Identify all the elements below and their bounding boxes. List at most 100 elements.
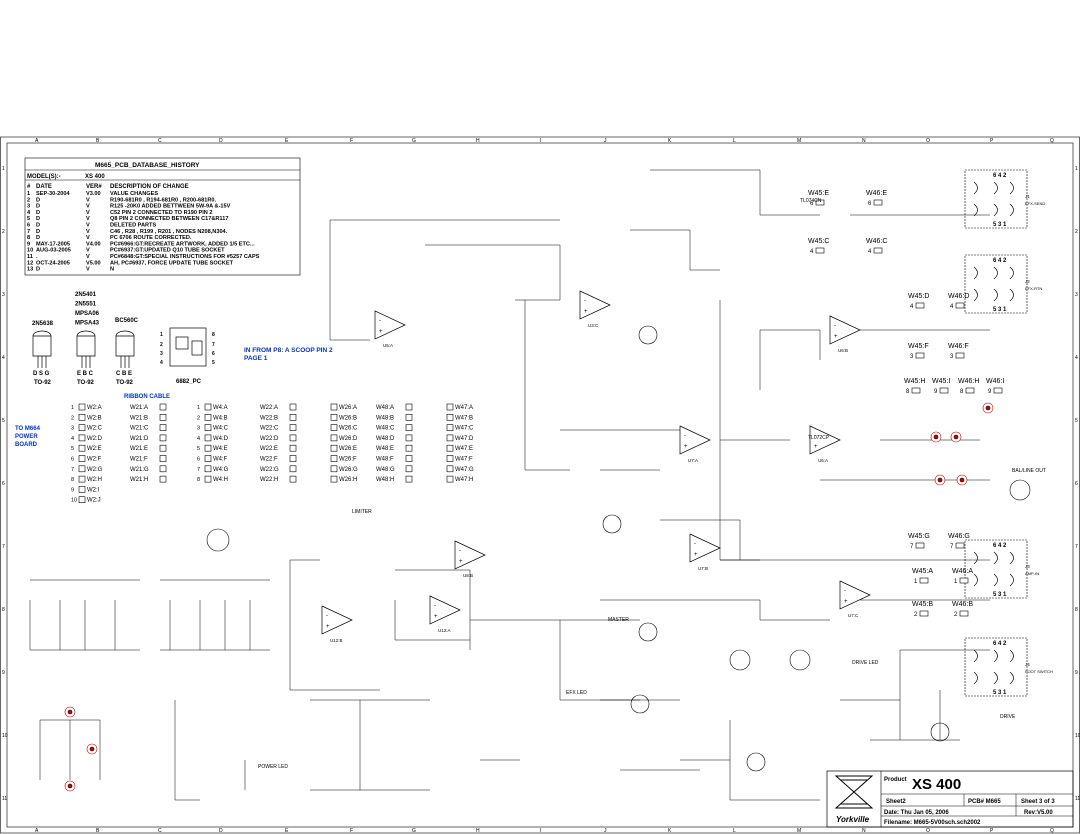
switch-pad: W46:G7: [948, 533, 970, 550]
border-col-label: M: [797, 138, 801, 144]
pin-label: W47:A: [455, 405, 473, 411]
pin-label: W26:A: [339, 405, 357, 411]
history-header: VER#: [86, 184, 102, 190]
history-cell: V: [86, 254, 90, 260]
switch-pad: W46:C4: [866, 238, 887, 255]
opamp-minus: -: [694, 541, 696, 547]
history-cell: 8: [27, 235, 30, 241]
connector-pin: W48:A: [376, 403, 413, 411]
opamp-minus: -: [684, 433, 686, 439]
pin-number: 2: [71, 415, 74, 421]
history-cell: 9: [27, 241, 30, 247]
pin-label: W26:E: [339, 446, 357, 452]
svg-text:4: 4: [160, 360, 163, 366]
scope-note: IN FROM P8: A SCOOP PIN 2: [244, 347, 333, 354]
pin-pad: [330, 413, 338, 421]
border-row-label: 8: [2, 607, 5, 613]
jack-pin: 6 4 2: [993, 641, 1007, 647]
pin-number: 6: [71, 457, 74, 463]
pad-icon: [955, 302, 965, 309]
pin-label: W2:J: [87, 498, 101, 504]
history-cell: OCT-24-2005: [36, 260, 70, 266]
pad-icon: [965, 387, 975, 394]
jack-label: EFX-SEND: [1025, 201, 1045, 206]
connector-pin: W26:D: [330, 434, 358, 442]
circuit-labels: LIMITER MASTER EFX LED DRIVE LED POWER L…: [258, 198, 1046, 770]
history-cell: 13: [27, 267, 33, 273]
history-cell: D: [36, 204, 40, 210]
pad-icon: [919, 610, 929, 617]
switch-pad: W45:G7: [908, 533, 930, 550]
border-row-label: 8: [1075, 607, 1078, 613]
opamp-plus: +: [584, 309, 588, 315]
jack-outline: [964, 637, 1028, 697]
pin-label: W47:F: [455, 457, 473, 463]
history-cell: 5: [27, 216, 30, 222]
history-cell: D: [36, 216, 40, 222]
border-col-label: J: [604, 138, 607, 144]
pin-pad: [289, 434, 297, 442]
history-cell: 10: [27, 248, 33, 254]
svg-text:5: 5: [212, 360, 215, 366]
pkg3-pins: C B E: [116, 371, 132, 377]
border-row-label: 10: [1075, 733, 1080, 739]
svg-text:2: 2: [160, 342, 163, 348]
pin-label: W2:B: [87, 415, 102, 421]
opamp-triangle: [454, 540, 486, 570]
pin-label: W22:C: [260, 426, 279, 432]
jack-contact: [973, 181, 978, 195]
date: Date: Thu Jan 05, 2006: [884, 810, 949, 816]
border-col-label: P: [990, 138, 994, 144]
connector-pin: 2 W2:B: [71, 413, 102, 421]
switch-label: W45:D: [908, 293, 929, 300]
border-col-label: N: [862, 828, 866, 834]
pin-pad: [78, 455, 86, 462]
pin-label: W21:C: [130, 426, 149, 432]
border-col-label: A: [35, 138, 39, 144]
history-cell: V: [86, 223, 90, 229]
pin-label: W4:C: [213, 426, 229, 432]
jack-contact: [1009, 671, 1014, 685]
border-col-label: F: [350, 828, 353, 834]
pin-pad: [78, 434, 86, 442]
history-header: DATE: [36, 184, 52, 190]
pin-pad: [78, 475, 86, 483]
opamp-minus: -: [844, 588, 846, 594]
opamp-minus: -: [326, 613, 328, 619]
opamp-ref: U12:A: [438, 628, 451, 633]
opamp-ref: U12:B: [330, 638, 343, 643]
border-row-label: 2: [1075, 229, 1078, 235]
svg-text:1: 1: [160, 332, 163, 338]
opamp-triangle: [579, 290, 611, 320]
border-col-label: Q: [1050, 138, 1054, 144]
pad-icon: [915, 542, 925, 549]
connector-pin: W22:D: [260, 434, 297, 442]
opamp-ref: U7:C: [848, 613, 859, 618]
history-cell: 4: [27, 210, 31, 216]
history-cell: N: [110, 267, 114, 273]
pin-label: W48:B: [376, 415, 394, 421]
pin-label: W48:H: [376, 477, 394, 483]
opamp-part-label: TL074CN: [800, 198, 822, 204]
border-col-label: I: [540, 828, 541, 834]
connector-pin: W47:B: [446, 413, 473, 421]
border-col-label: L: [733, 828, 736, 834]
svg-text:7: 7: [212, 342, 215, 348]
pin-pad: [446, 475, 454, 483]
switch-label: W45:I: [932, 378, 950, 385]
connector-pin: W48:G: [376, 465, 413, 473]
pkg3-name: BC560C: [115, 318, 139, 324]
opamp-minus: -: [584, 298, 586, 304]
jack-contact: [1009, 649, 1014, 663]
history-table: M665_PCB_DATABASE_HISTORY MODEL(S):- XS …: [24, 157, 301, 276]
product-label: Product: [884, 777, 907, 783]
switch-pin: 2: [914, 612, 918, 618]
pin-pad: [330, 403, 338, 411]
switch-label: W46:B: [952, 601, 973, 608]
border-row-label: 3: [1075, 292, 1078, 298]
border-row-label: 5: [2, 418, 5, 424]
pin-label: W47:H: [455, 477, 473, 483]
